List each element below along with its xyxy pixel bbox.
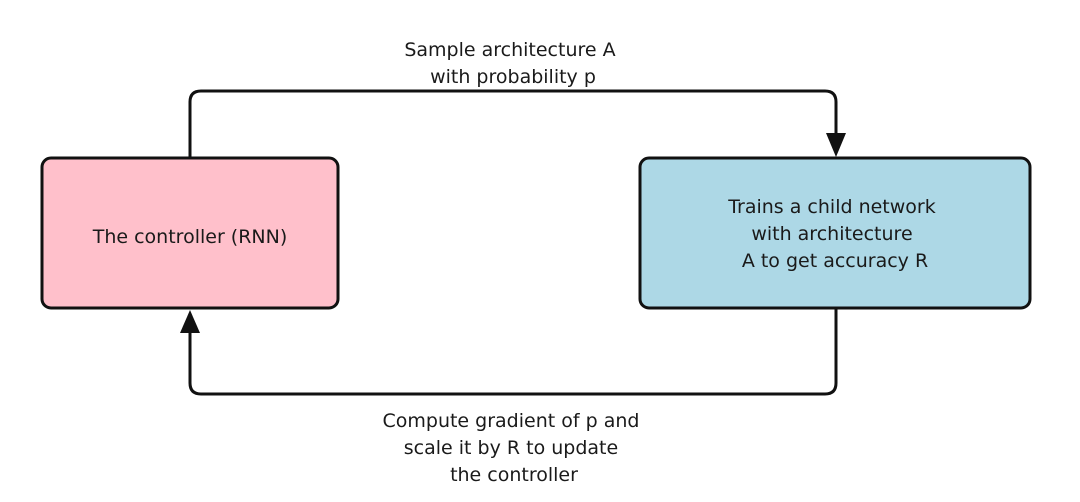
update-label-line: Compute gradient of p and	[382, 410, 639, 432]
child-network-box	[638, 156, 1032, 310]
controller-label: The controller (RNN)	[92, 226, 288, 248]
update-label-line: the controller	[450, 464, 578, 486]
controller-label-line: The controller (RNN)	[92, 226, 288, 248]
sample-label: Sample architecture A with probability p	[404, 39, 621, 88]
update-label-line: scale it by R to update	[404, 437, 618, 459]
child-network-label: Trains a child network with architecture…	[727, 196, 942, 272]
child-network-label-line: with architecture	[751, 223, 912, 245]
controller-box	[40, 156, 340, 310]
sample-label-line: Sample architecture A	[404, 39, 615, 61]
sample-connector	[188, 89, 838, 160]
sample-arrowhead	[826, 133, 846, 157]
update-connector	[188, 307, 838, 396]
child-network-label-line: Trains a child network	[727, 196, 936, 218]
child-network-label-line: A to get accuracy R	[742, 250, 928, 272]
sample-label-line: with probability p	[430, 66, 596, 88]
update-label: Compute gradient of p and scale it by R …	[382, 410, 645, 486]
update-arrowhead	[180, 310, 200, 333]
